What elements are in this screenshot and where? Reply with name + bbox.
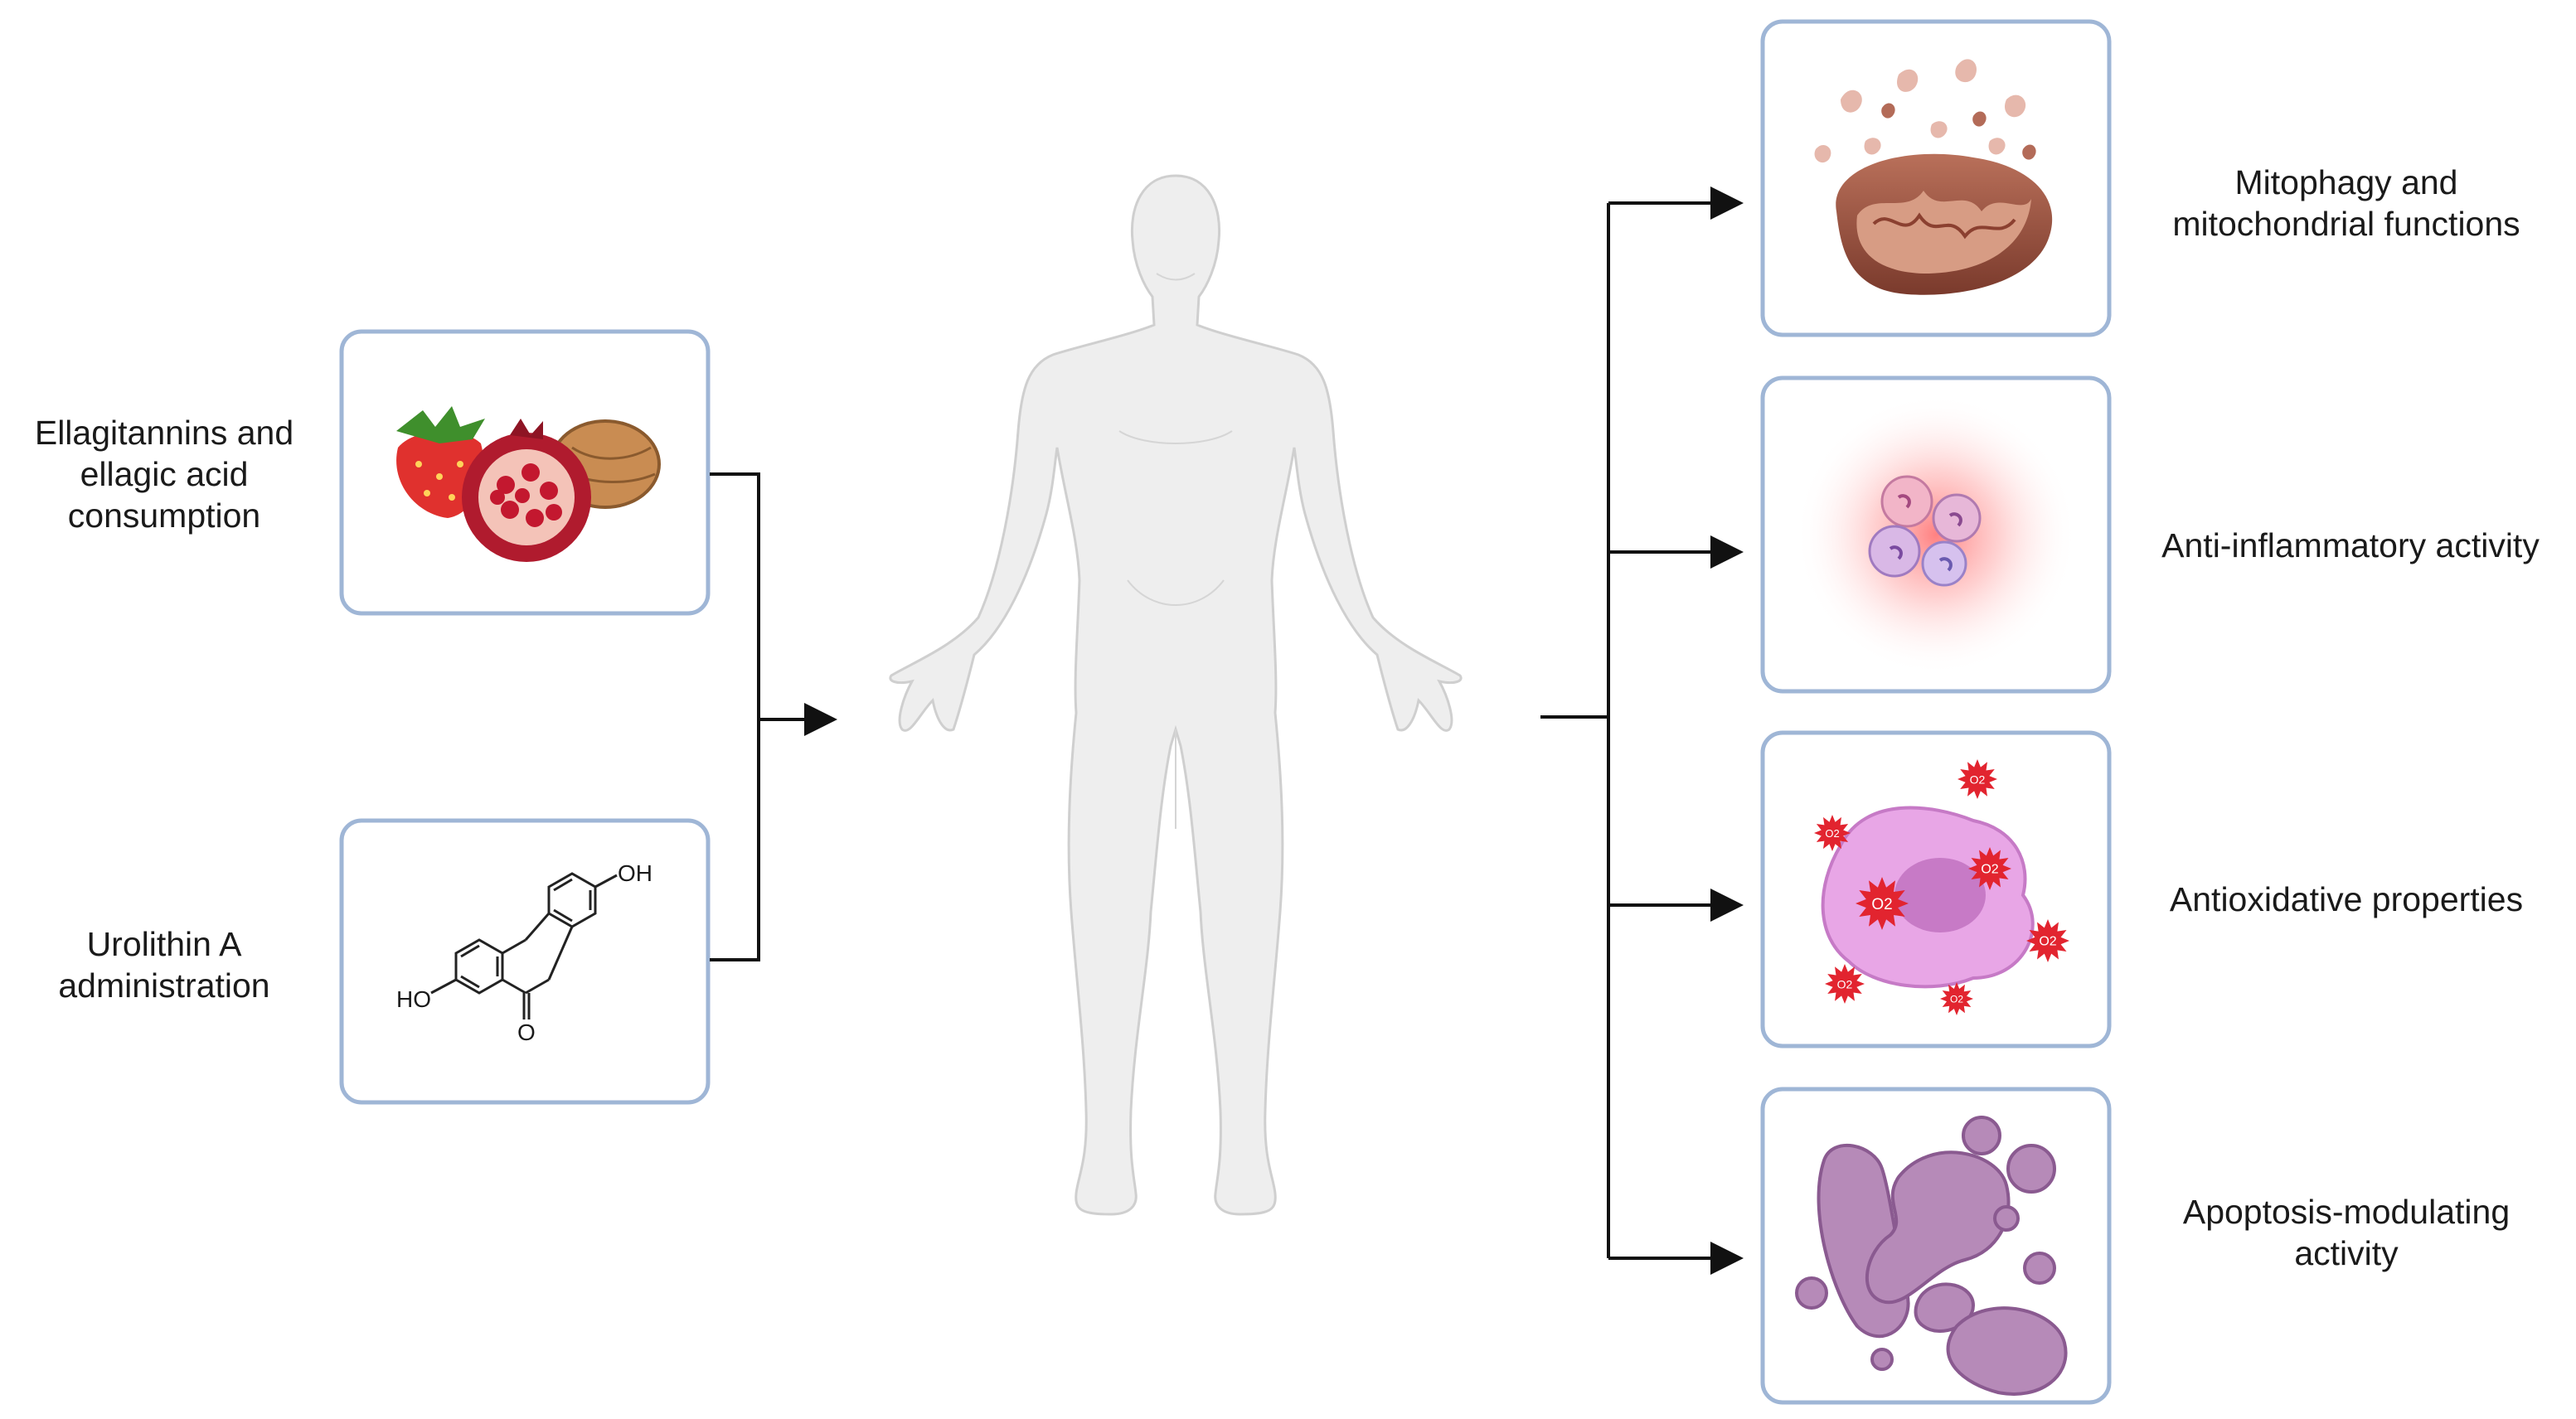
ros-star [2026, 919, 2069, 962]
inflammatory-label-line1: Anti-inflammatory activity [2161, 526, 2540, 564]
human-body-figure [889, 174, 1463, 1216]
food-illustration [396, 406, 661, 562]
output-connector [1540, 186, 1744, 1275]
ros-label: O2 [1981, 863, 1998, 877]
inflammatory-label: Anti-inflammatory activity [2131, 525, 2570, 566]
ros-star [1856, 877, 1909, 930]
ros-label: O2 [1825, 827, 1839, 840]
apoptosis-label: Apoptosis-modulating activity [2131, 1191, 2562, 1274]
ros-star [1814, 815, 1851, 851]
molecule-oh-left: HO [396, 986, 431, 1012]
apoptosis-label-line1: Apoptosis-modulating [2182, 1193, 2511, 1231]
ros-star [1968, 847, 2011, 890]
inflammation-illustration [1795, 394, 2077, 676]
mitophagy-label-line2: mitochondrial functions [2172, 205, 2520, 243]
urolithin-label: Urolithin A administration [15, 923, 313, 1006]
molecule-carbonyl-o: O [517, 1019, 536, 1045]
ros-label: O2 [1837, 977, 1853, 990]
ros-label: O2 [2039, 935, 2056, 949]
urolithin-structure [430, 872, 618, 1019]
antioxidative-label-line1: Antioxidative properties [2169, 880, 2524, 918]
food-label-line1: Ellagitannins and [34, 414, 294, 452]
ros-label: O2 [1871, 896, 1892, 913]
antioxidative-label: Antioxidative properties [2131, 879, 2562, 920]
oxidative-cell-illustration [1821, 806, 2035, 989]
urolithin-box [339, 818, 711, 1105]
ros-star [1825, 964, 1865, 1004]
ros-star [1940, 982, 1973, 1015]
food-label: Ellagitannins and ellagic acid consumpti… [15, 412, 313, 536]
apoptosis-label-line2: activity [2294, 1234, 2399, 1272]
apoptotic-cell-illustration [1795, 1116, 2068, 1396]
mitophagy-label-line1: Mitophagy and [2234, 163, 2458, 201]
mitophagy-label: Mitophagy and mitochondrial functions [2131, 162, 2562, 245]
mitochondrion-illustration [1814, 59, 2053, 295]
ros-label: O2 [1970, 772, 1986, 786]
urolithin-label-line1: Urolithin A [86, 925, 242, 963]
input-connector [710, 472, 837, 961]
ros-star [1957, 759, 1997, 799]
body-contour-lines [1118, 273, 1233, 829]
molecule-oh-top: OH [618, 860, 652, 886]
ros-label: O2 [1950, 993, 1963, 1005]
food-label-line3: consumption [67, 496, 261, 535]
urolithin-label-line2: administration [58, 966, 270, 1005]
food-label-line2: ellagic acid [80, 455, 249, 493]
